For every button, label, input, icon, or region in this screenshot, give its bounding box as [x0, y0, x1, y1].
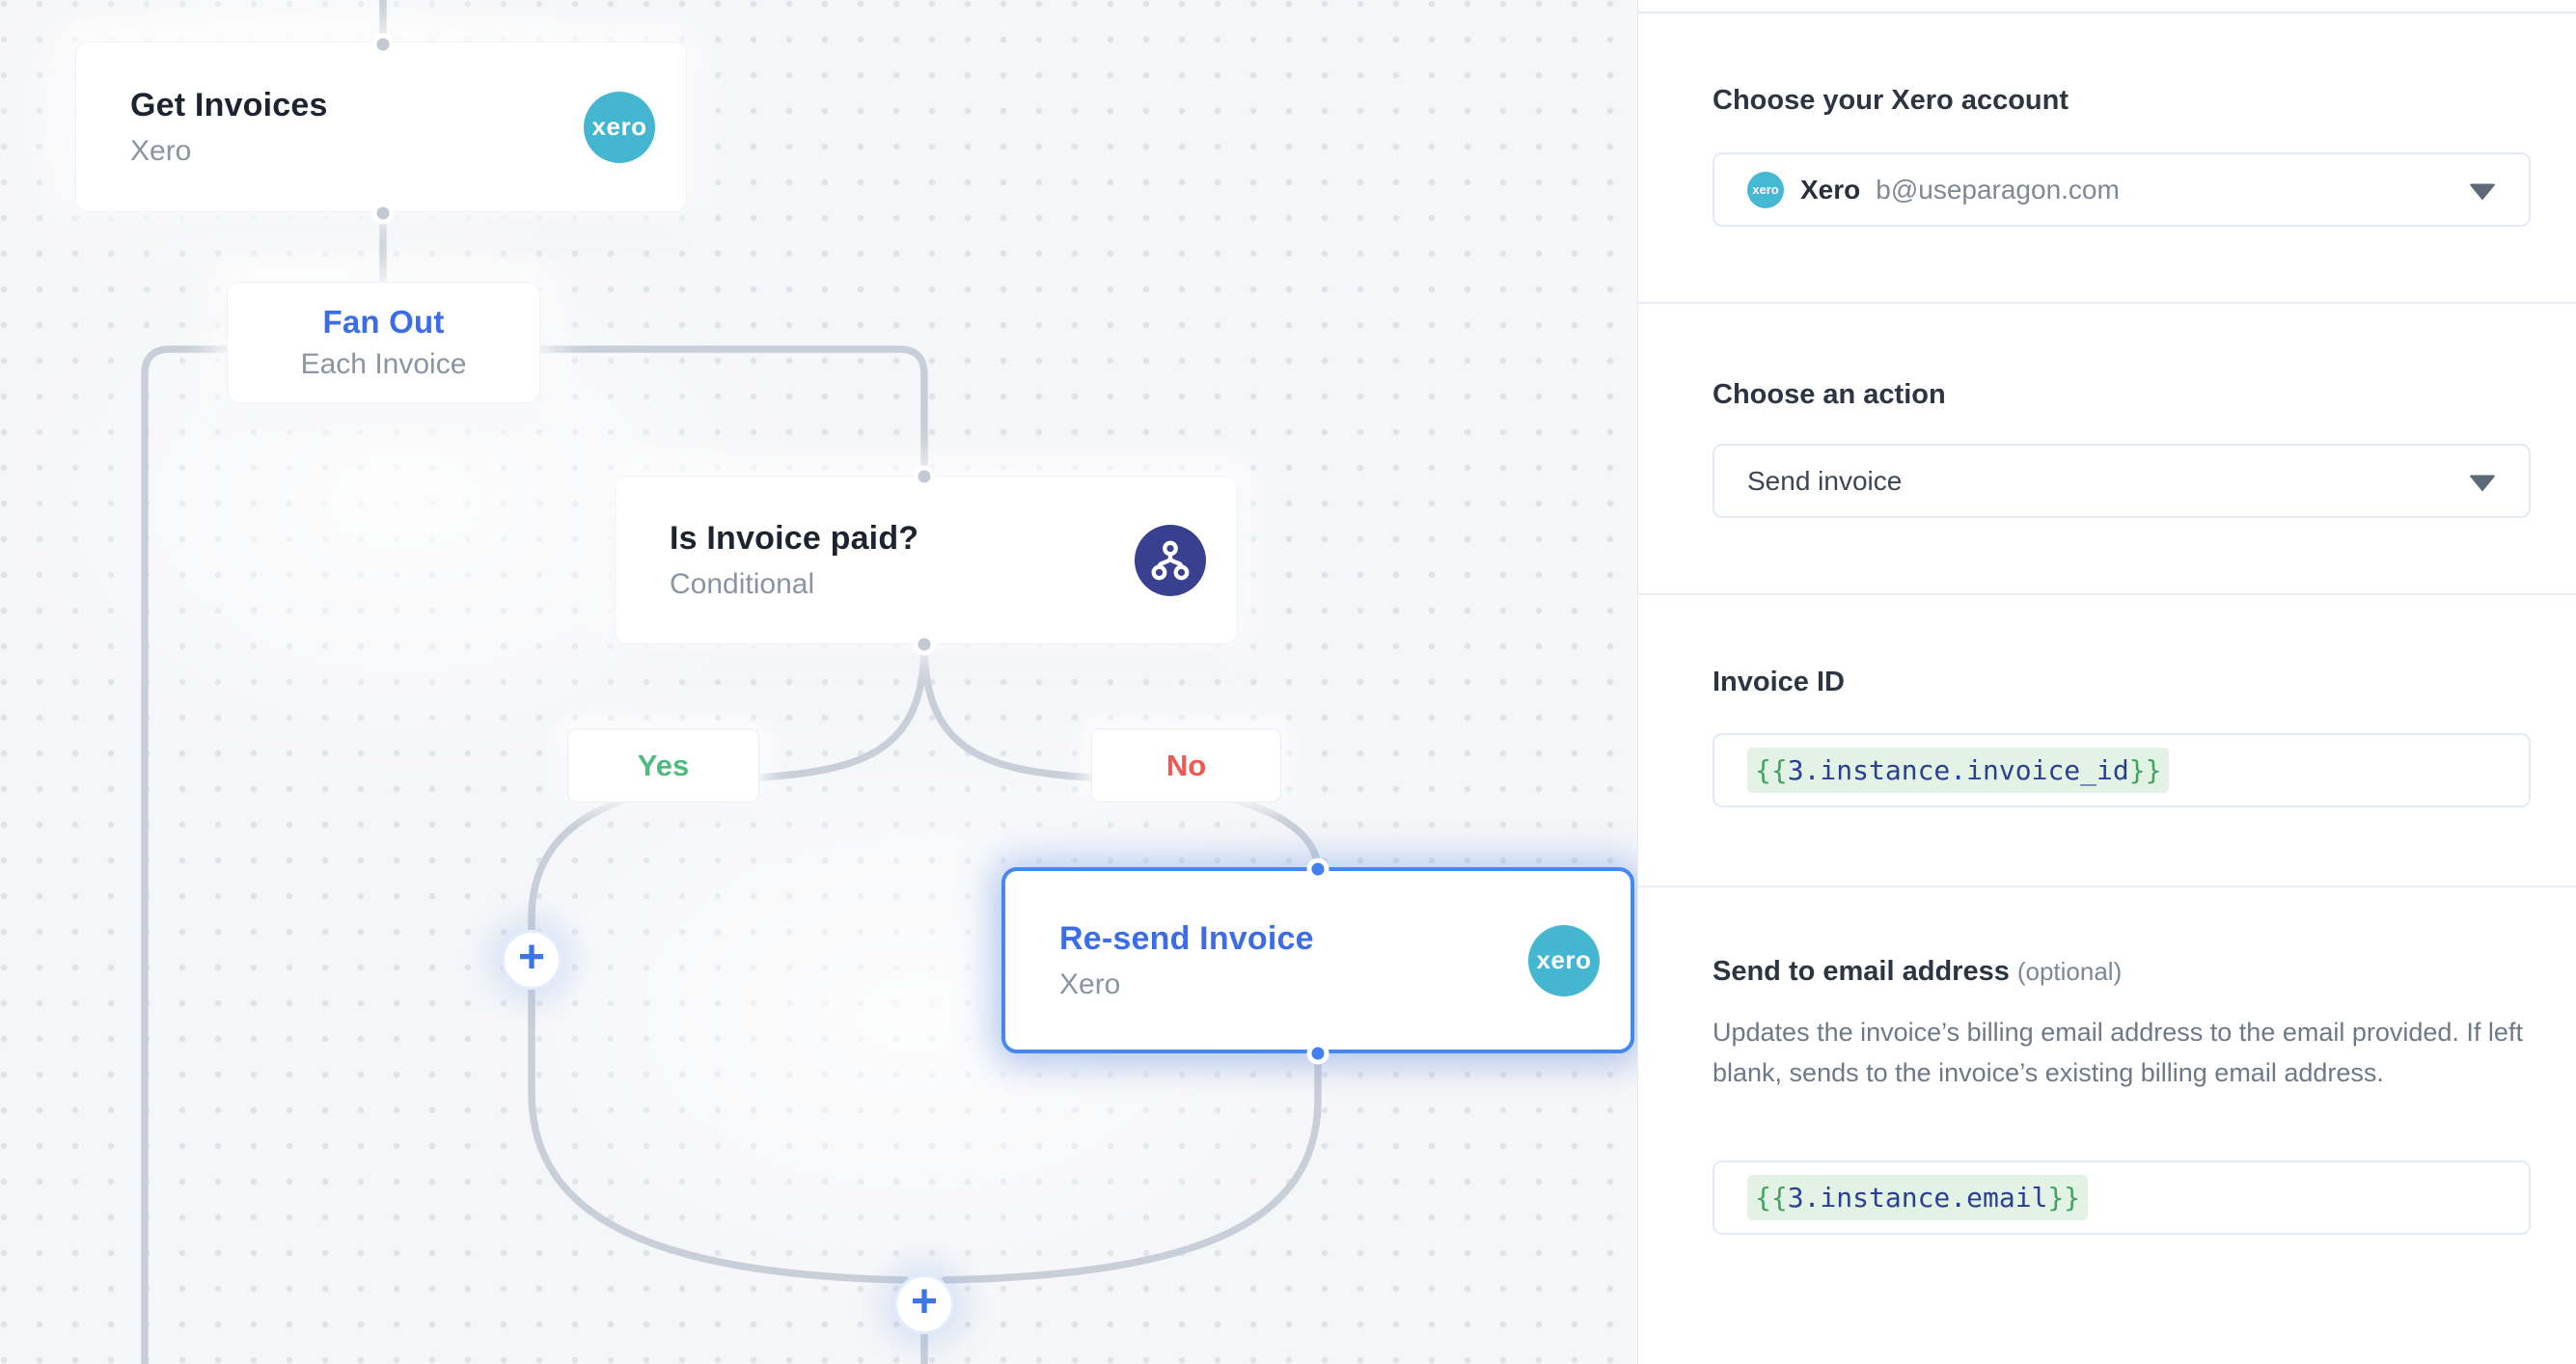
xero-icon: xero: [584, 91, 655, 163]
send-to-email-input[interactable]: {{3.instance.email}}: [1713, 1160, 2531, 1235]
connector-dot: [913, 633, 936, 656]
template-token: {{3.instance.invoice_id}}: [1747, 748, 2170, 793]
invoice-id-heading: Invoice ID: [1713, 667, 1845, 697]
connector-dot: [371, 33, 395, 56]
action-section-heading: Choose an action: [1713, 379, 1946, 410]
edge-no-branch: [920, 641, 1322, 875]
action-select[interactable]: Send invoice: [1713, 444, 2531, 518]
optional-label: (optional): [2016, 957, 2123, 986]
node-title: Re-send Invoice: [1059, 919, 1314, 957]
email-section-description: Updates the invoice’s billing email addr…: [1713, 1018, 2523, 1087]
invoice-id-input[interactable]: {{3.instance.invoice_id}}: [1713, 733, 2531, 807]
node-fan-out[interactable]: Fan Out Each Invoice: [227, 282, 540, 403]
node-resend-invoice[interactable]: Re-send Invoice Xero xero: [1001, 867, 1634, 1053]
workflow-canvas[interactable]: Get Invoices Xero xero Fan Out Each Invo…: [0, 0, 1637, 1364]
node-subtitle: Each Invoice: [300, 348, 467, 380]
plus-icon: +: [517, 931, 546, 983]
node-title: Is Invoice paid?: [670, 519, 919, 557]
node-subtitle: Conditional: [670, 567, 815, 600]
account-email: b@useparagon.com: [1876, 174, 2120, 205]
chevron-down-icon: [2469, 475, 2496, 492]
section-divider: [1638, 302, 2576, 304]
node-conditional[interactable]: Is Invoice paid? Conditional: [615, 476, 1238, 644]
template-token: {{3.instance.email}}: [1747, 1175, 2089, 1220]
section-divider: [1638, 593, 2576, 595]
node-subtitle: Xero: [1059, 968, 1121, 1000]
edge-resend-to-merge: [922, 1050, 1322, 1297]
xero-icon: xero: [1747, 171, 1784, 208]
section-divider: [1638, 886, 2576, 887]
node-get-invoices[interactable]: Get Invoices Xero xero: [75, 41, 687, 212]
action-selected-option: Send invoice: [1747, 465, 1903, 496]
node-title: Fan Out: [322, 304, 445, 340]
account-provider-name: Xero: [1800, 174, 1861, 205]
node-subtitle: Xero: [130, 134, 192, 167]
xero-account-select[interactable]: xero Xero b@useparagon.com: [1713, 152, 2531, 227]
panel-top-divider: [1638, 12, 2576, 14]
add-step-button[interactable]: +: [502, 930, 562, 990]
connector-dot-selected: [1306, 858, 1329, 881]
conditional-icon: [1135, 524, 1206, 596]
edge-yes-branch: [528, 641, 928, 1297]
account-section-heading: Choose your Xero account: [1713, 85, 2069, 116]
email-section-heading: Send to email address(optional): [1713, 956, 2123, 987]
connector-dot: [913, 465, 936, 488]
connector-dot: [371, 202, 395, 225]
chevron-down-icon: [2469, 183, 2496, 201]
add-step-button[interactable]: +: [894, 1274, 954, 1334]
plus-icon: +: [910, 1275, 939, 1327]
connector-dot-selected: [1306, 1042, 1329, 1065]
xero-icon: xero: [1528, 924, 1600, 996]
node-title: Get Invoices: [130, 86, 328, 123]
step-config-panel: Choose your Xero account xero Xero b@use…: [1637, 0, 2576, 1364]
branch-label-no: No: [1091, 728, 1281, 803]
branch-label-yes: Yes: [567, 728, 759, 803]
